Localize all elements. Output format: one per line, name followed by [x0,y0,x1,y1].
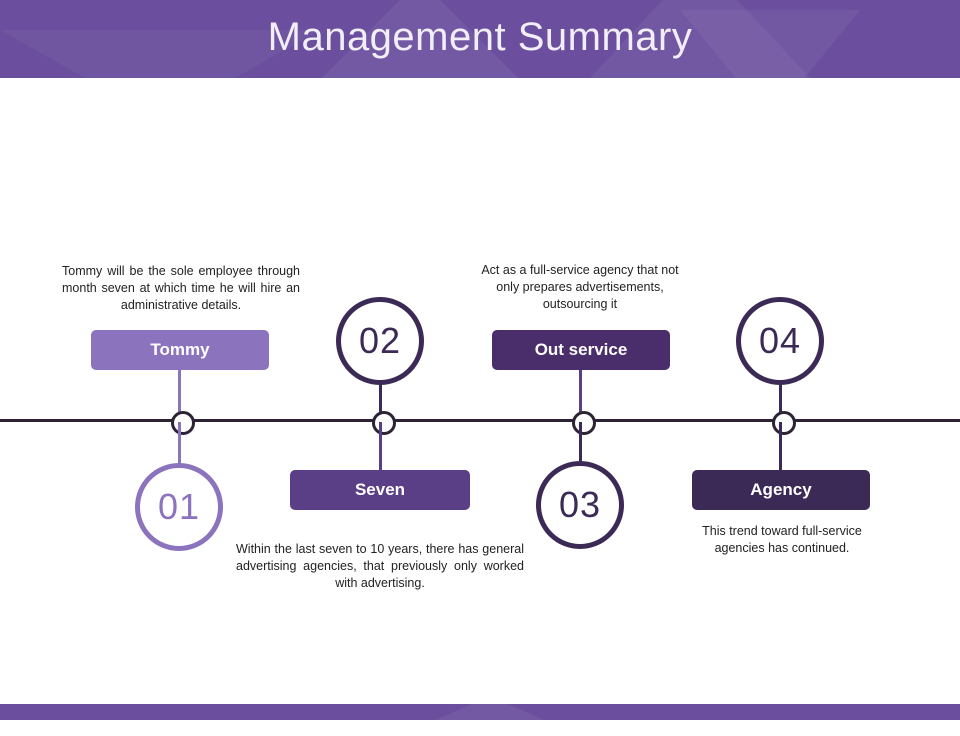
timeline-stem-3b [579,422,582,462]
timeline-stem-1b [178,422,181,470]
timeline-node-1 [171,411,195,435]
timeline-axis [0,419,960,422]
timeline-stem-3 [579,370,582,418]
header-decor-triangle-3 [680,10,860,78]
timeline-stem-1 [178,370,181,418]
timeline-node-4 [772,411,796,435]
timeline-label-4[interactable]: Agency [692,470,870,510]
timeline-number-3: 03 [536,461,624,549]
timeline-number-2: 02 [336,297,424,385]
timeline-stem-4 [779,384,782,420]
timeline-label-1[interactable]: Tommy [91,330,269,370]
footer-decor-triangle [400,696,580,736]
timeline-stem-2b [379,422,382,470]
timeline-label-2[interactable]: Seven [290,470,470,510]
timeline-number-4: 04 [736,297,824,385]
header-decor-triangle-1 [300,0,540,78]
timeline-node-2 [372,411,396,435]
timeline-description-1: Tommy will be the sole employee through … [62,264,300,312]
timeline-description-2: Within the last seven to 10 years, there… [236,542,524,590]
slide-footer [0,696,960,736]
timeline-description-4: This trend toward full-service agencies … [702,524,862,555]
timeline-description-3: Act as a full-service agency that not on… [481,263,679,311]
timeline-label-3[interactable]: Out service [492,330,670,370]
timeline-node-3 [572,411,596,435]
timeline-number-1: 01 [135,463,223,551]
timeline-stem-2 [379,384,382,420]
timeline-stem-4b [779,422,782,470]
page-title: Management Summary [267,15,693,59]
header-decor-triangle-4 [0,30,320,78]
header-decor-triangle-2 [560,0,840,78]
slide-header: Management Summary [0,0,960,78]
